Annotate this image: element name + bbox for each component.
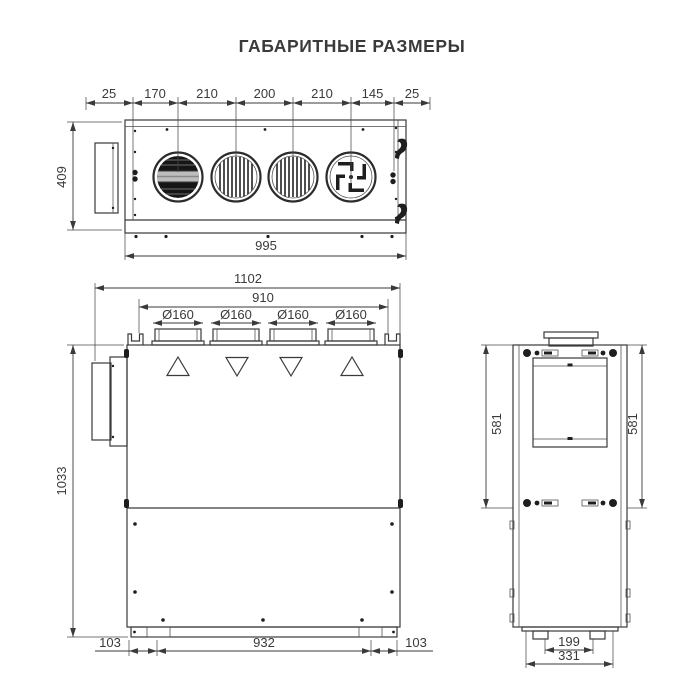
duct-collar <box>266 328 320 346</box>
dim-label: 25 <box>102 86 116 101</box>
dim-label: 331 <box>558 648 580 663</box>
side-height-dimension-right: 581 <box>625 344 647 509</box>
latch-handles-top <box>523 349 617 357</box>
foot <box>146 626 171 638</box>
front-view: 1102 910 Ø160 Ø160 Ø160 Ø160 <box>54 271 433 656</box>
dim-label: 103 <box>405 635 427 650</box>
edge-fasteners <box>509 520 631 623</box>
mounting-bracket-icon <box>384 333 401 345</box>
duct-collar <box>151 328 205 346</box>
dim-label: 103 <box>99 635 121 650</box>
hinge-icon <box>124 349 129 358</box>
dim-label: 409 <box>54 166 69 188</box>
top-chain-dimensions: 25 170 210 200 210 145 25 <box>85 86 431 184</box>
duct-collar <box>209 328 263 346</box>
hinge-icon <box>398 499 403 508</box>
side-view-body <box>512 344 628 628</box>
dim-label: 932 <box>253 635 275 650</box>
grille-vent-icon <box>210 151 262 203</box>
top-width-dimension: 995 <box>124 233 407 260</box>
dim-label: 995 <box>255 238 277 253</box>
airflow-up-icon <box>165 355 191 377</box>
top-depth-dimension: 409 <box>54 121 122 231</box>
dim-label: Ø160 <box>277 307 309 322</box>
side-view: 581 581 199 331 <box>481 331 647 668</box>
front-view-body <box>126 344 401 628</box>
duct-collars: Ø160 Ø160 Ø160 Ø160 <box>151 307 378 346</box>
hinge-icon <box>124 499 129 508</box>
dim-label: Ø160 <box>162 307 194 322</box>
front-side-box <box>91 356 128 447</box>
top-view: 25 170 210 200 210 145 25 409 995 <box>54 86 431 260</box>
airflow-down-icon <box>224 356 250 378</box>
dim-label: Ø160 <box>335 307 367 322</box>
dim-label: 1102 <box>234 271 262 286</box>
front-height-dimension: 1033 <box>54 344 128 638</box>
dim-label: 200 <box>254 86 276 101</box>
dim-label: 170 <box>144 86 166 101</box>
airflow-down-icon <box>278 356 304 378</box>
duct-collar <box>324 328 378 346</box>
side-duct-collar <box>543 331 599 347</box>
foot <box>358 626 383 638</box>
foot <box>532 630 549 640</box>
dim-label: 581 <box>489 413 504 435</box>
front-duct-span-dimension: 910 <box>138 290 389 333</box>
screw-dots <box>133 522 394 622</box>
grille-vent-icon <box>267 151 319 203</box>
dim-label: 199 <box>558 634 580 649</box>
top-view-side-box <box>94 142 119 214</box>
mounting-bracket-icon <box>127 333 144 345</box>
side-height-dimension-left: 581 <box>481 344 513 509</box>
base-and-feet <box>130 626 398 638</box>
latch-icon <box>395 138 408 159</box>
side-base-and-feet <box>521 626 619 640</box>
hinge-icon <box>398 349 403 358</box>
dim-label: 581 <box>625 413 640 435</box>
latch-icon <box>395 203 408 224</box>
dim-label: 210 <box>311 86 333 101</box>
fastener-icon <box>132 169 396 185</box>
dim-label: 1033 <box>54 467 69 496</box>
page-title: ГАБАРИТНЫЕ РАЗМЕРЫ <box>239 36 466 56</box>
dim-label: Ø160 <box>220 307 252 322</box>
dim-label: 910 <box>252 290 274 305</box>
latch-handles-mid <box>523 499 617 507</box>
foot <box>589 630 606 640</box>
side-bottom-dimensions: 199 331 <box>525 631 614 668</box>
dim-label: 210 <box>196 86 218 101</box>
top-view-casing <box>124 119 407 234</box>
dim-label: 25 <box>405 86 419 101</box>
dim-label: 145 <box>362 86 384 101</box>
airflow-up-icon <box>339 355 365 377</box>
access-panel <box>532 357 608 448</box>
front-bottom-dimensions: 103 932 103 <box>95 635 433 656</box>
